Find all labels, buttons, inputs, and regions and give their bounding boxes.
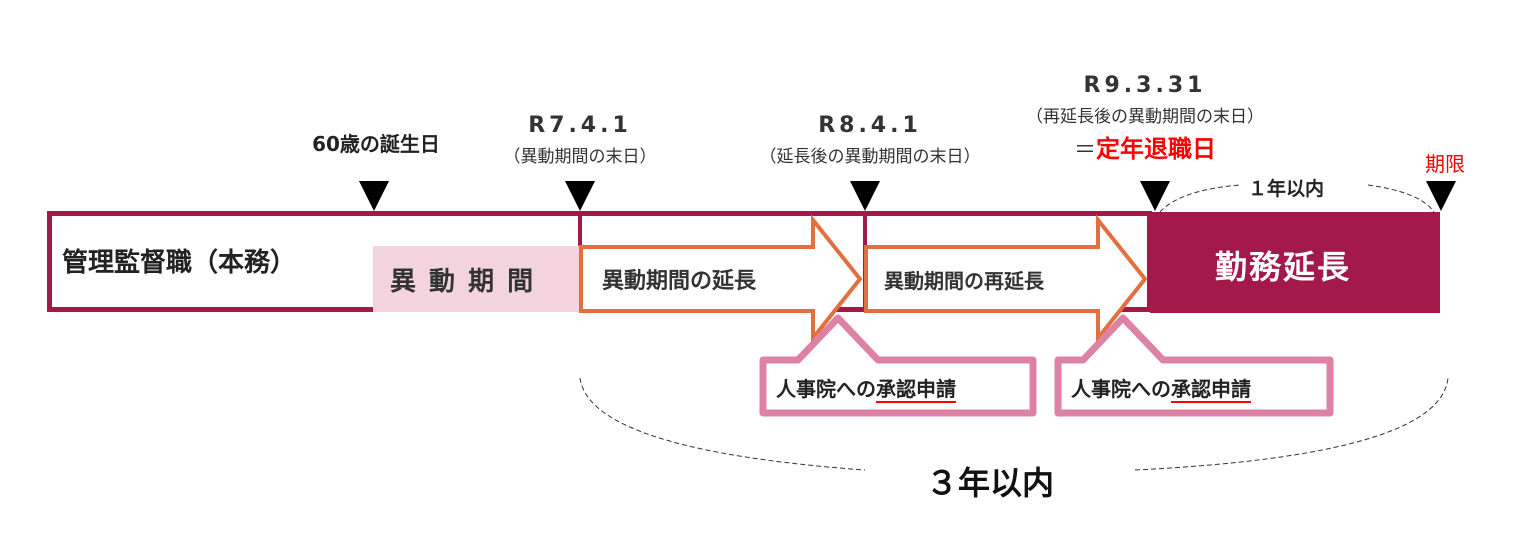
milestone-r9-note: （再延長後の異動期間の末日）: [1026, 107, 1264, 127]
milestone-r7-note: （異動期間の末日）: [503, 147, 657, 167]
milestone-60th-birthday: 60歳の誕生日: [286, 128, 466, 157]
milestone-r9-date: R9.3.31: [1083, 73, 1207, 98]
deadline-label: 期限: [1425, 152, 1465, 176]
three-year-span-label: ３年以内: [926, 464, 1055, 502]
transfer-period-label: 異 動 期 間: [390, 267, 536, 297]
one-year-right-arc: [1367, 184, 1435, 213]
extension-arrow: [579, 214, 863, 344]
marker-r9-icon: [1140, 181, 1170, 211]
approval-callout-1-prefix: 人事院への: [776, 377, 876, 401]
approval-callout-2-shape: [1054, 314, 1334, 417]
three-year-left-arc: [579, 377, 866, 471]
milestone-r7: R7.4.1 （異動期間の末日）: [470, 113, 690, 167]
milestone-r9: R9.3.31 （再延長後の異動期間の末日） ＝定年退職日: [980, 73, 1310, 164]
one-year-span-label: １年以内: [1248, 178, 1325, 200]
marker-deadline-icon: [1426, 181, 1456, 211]
one-year-left-arc: [1159, 184, 1241, 213]
re-extension-label: 異動期間の再延長: [884, 269, 1044, 293]
approval-callout-1-shape: [759, 314, 1037, 417]
approval-callout-1: 人事院への承認申請: [776, 373, 956, 403]
three-year-right-arc: [1134, 377, 1449, 471]
marker-60th-birthday-icon: [359, 181, 389, 211]
milestone-r9-equals: ＝: [1073, 138, 1096, 163]
transfer-period-block: [373, 246, 579, 312]
marker-r7-icon: [565, 181, 595, 211]
work-extension-block: [1150, 212, 1440, 313]
approval-callout-1-underlined: 承認申請: [876, 377, 956, 403]
milestone-deadline: 期限: [1410, 148, 1480, 177]
milestone-r8-date: R8.4.1: [818, 113, 922, 138]
work-extension-label: 勤務延長: [1215, 248, 1352, 286]
milestone-r8-note: （延長後の異動期間の末日）: [759, 147, 981, 167]
approval-callout-2-prefix: 人事院への: [1071, 377, 1171, 401]
retirement-date-label: 定年退職日: [1096, 135, 1216, 163]
main-role-label: 管理監督職（本務）: [62, 248, 297, 278]
milestone-r7-date: R7.4.1: [528, 113, 632, 138]
milestone-r8: R8.4.1 （延長後の異動期間の末日）: [720, 113, 1020, 167]
approval-callout-2-underlined: 承認申請: [1171, 377, 1251, 403]
milestone-60th-birthday-note: 60歳の誕生日: [312, 132, 440, 156]
extension-label: 異動期間の延長: [602, 269, 757, 294]
marker-r8-icon: [850, 181, 880, 211]
re-extension-arrow: [864, 214, 1148, 344]
approval-callout-2: 人事院への承認申請: [1071, 373, 1251, 403]
